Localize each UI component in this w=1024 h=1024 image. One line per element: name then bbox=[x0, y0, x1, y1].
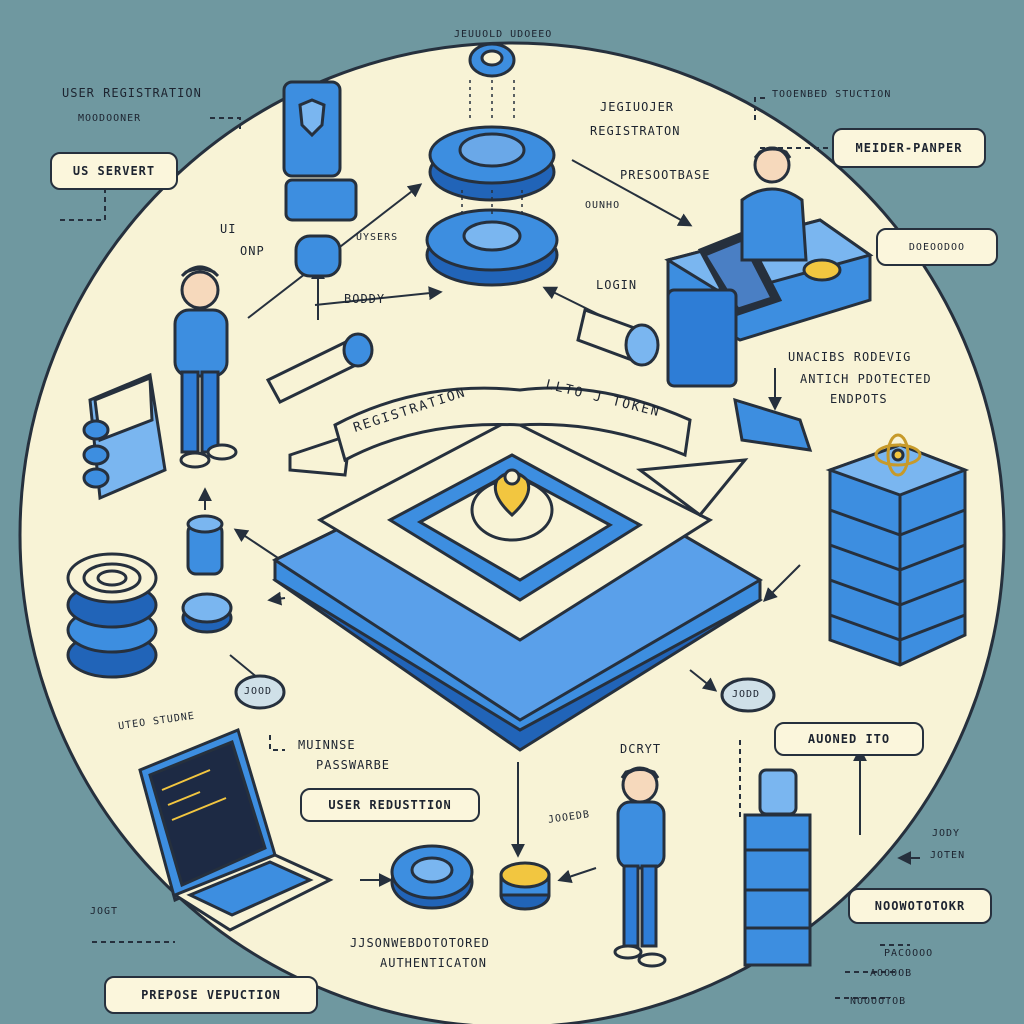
label-endpoints: ENDPOTS bbox=[830, 392, 888, 406]
label-joten: JOTEN bbox=[930, 850, 966, 861]
label-authentication: AUTHENTICATON bbox=[380, 956, 487, 970]
box-us-servert: US SERVERT bbox=[50, 152, 178, 190]
box-noowototokr: NOOWOTOTOKR bbox=[848, 888, 992, 924]
user-person-bottom-icon bbox=[613, 766, 667, 968]
box-auoned-ito: AUONED ITO bbox=[774, 722, 924, 756]
central-platform bbox=[271, 418, 763, 752]
label-boddy: BODDY bbox=[344, 292, 386, 306]
shield-device-icon bbox=[282, 80, 358, 278]
label-jegiuojer: JEGIUOJER bbox=[600, 100, 675, 114]
chip-label-left: JOOD bbox=[244, 686, 273, 697]
label-uysers: UYSERS bbox=[356, 232, 399, 243]
label-unacibs: UNACIBS RODEVIG bbox=[788, 350, 912, 364]
laptop-icon bbox=[138, 727, 334, 932]
label-dcryt: DCRYT bbox=[620, 742, 662, 756]
label-ui: UI bbox=[220, 222, 237, 236]
user-person-left-icon bbox=[173, 265, 238, 469]
label-pacoooo: PACOOOO bbox=[884, 948, 934, 959]
label-muinnse: MUINNSE bbox=[298, 738, 356, 752]
chip-disc-left-icon bbox=[234, 674, 286, 710]
database-bottle-icon bbox=[743, 768, 812, 967]
box-user-reduction: USER REDUSTTION bbox=[300, 788, 480, 822]
token-disc-icon bbox=[390, 844, 474, 910]
label-login: LOGIN bbox=[596, 278, 638, 292]
coin-stack-icon bbox=[66, 552, 158, 679]
ribbon-banner bbox=[333, 386, 692, 463]
label-antich-protected: ANTICH PDOTECTED bbox=[800, 372, 932, 386]
document-box-icon bbox=[82, 372, 167, 501]
label-registraton: REGISTRATON bbox=[590, 124, 681, 138]
chip-label-right: JODD bbox=[732, 689, 761, 700]
box-meider-panper: MEIDER-PANPER bbox=[832, 128, 986, 168]
label-jody: JODY bbox=[932, 828, 961, 839]
label-ounho: OUNHO bbox=[585, 200, 621, 211]
endpoint-pill-icon bbox=[733, 397, 813, 452]
label-aooooob: AOOOOB bbox=[870, 968, 913, 979]
label-passwarbe: PASSWARBE bbox=[316, 758, 391, 772]
box-side-note: DOEOODOO bbox=[876, 228, 998, 266]
gear-server-stack-icon bbox=[425, 42, 559, 287]
label-onp: ONP bbox=[240, 244, 265, 258]
label-presootbase: PRESOOTBASE bbox=[620, 168, 711, 182]
label-user-registration: USER REGISTRATION bbox=[62, 86, 202, 100]
laptop-code-lines bbox=[161, 769, 227, 821]
key-tube-left-icon bbox=[265, 332, 374, 404]
label-tokenbed-stuction: TOOENBED STUCTION bbox=[772, 89, 892, 100]
key-tube-right-icon bbox=[576, 308, 660, 367]
server-stack-right-icon bbox=[825, 433, 970, 667]
label-token-caption: JEUUOLD UDOEEO bbox=[454, 29, 553, 40]
developer-desk-icon bbox=[664, 146, 874, 388]
label-nooootob: NOOOOTOB bbox=[850, 996, 907, 1007]
chip-disc-right-icon bbox=[720, 677, 776, 713]
label-jsonwebtoken: JJSONWEBDOTOTORED bbox=[350, 936, 490, 950]
gold-cup-icon bbox=[499, 861, 551, 911]
label-jogt: JOGT bbox=[90, 906, 119, 917]
box-prepose-vepuction: PREPOSE VEPUCTION bbox=[104, 976, 318, 1014]
jar-icon bbox=[181, 514, 233, 634]
label-moodooner: MOODOONER bbox=[78, 113, 142, 124]
